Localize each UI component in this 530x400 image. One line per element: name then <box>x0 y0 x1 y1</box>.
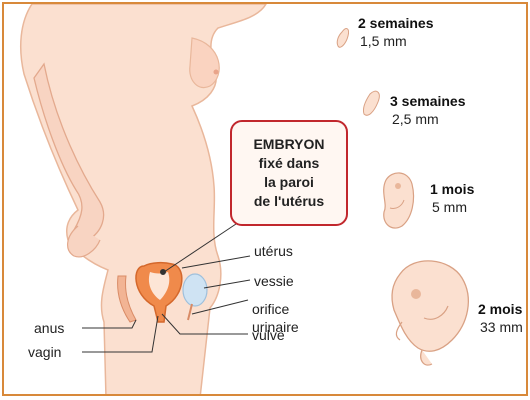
label-anus: anus <box>34 319 64 337</box>
bladder-shape <box>183 274 207 306</box>
stage-size-3-weeks: 2,5 mm <box>392 110 439 128</box>
nipple <box>214 70 219 75</box>
callout-line-4: de l'utérus <box>254 192 324 211</box>
embryo-2-months <box>392 261 468 365</box>
label-vulva: vulve <box>252 326 285 344</box>
label-bladder: vessie <box>254 272 294 290</box>
stage-title-1-month: 1 mois <box>430 180 474 198</box>
stage-title-2-weeks: 2 semaines <box>358 14 434 32</box>
label-vagina: vagin <box>28 343 61 361</box>
stage-size-2-months: 33 mm <box>480 318 523 336</box>
embryo-callout: EMBRYON fixé dans la paroi de l'utérus <box>230 120 348 226</box>
callout-line-2: fixé dans <box>259 154 320 173</box>
callout-line-3: la paroi <box>264 173 314 192</box>
label-uterus: utérus <box>254 242 293 260</box>
callout-line-1: EMBRYON <box>253 135 324 154</box>
embryo-1-month <box>384 173 414 228</box>
embryo-3-weeks <box>363 91 379 115</box>
embryo-2-weeks <box>337 29 348 48</box>
label-orifice-line1: orifice <box>252 300 289 318</box>
embryo-dot <box>161 270 166 275</box>
stage-title-2-months: 2 mois <box>478 300 522 318</box>
stage-size-2-weeks: 1,5 mm <box>360 32 407 50</box>
diagram-frame: EMBRYON fixé dans la paroi de l'utérus u… <box>2 2 528 396</box>
stage-size-1-month: 5 mm <box>432 198 467 216</box>
stage-title-3-weeks: 3 semaines <box>390 92 466 110</box>
breast <box>190 38 220 88</box>
